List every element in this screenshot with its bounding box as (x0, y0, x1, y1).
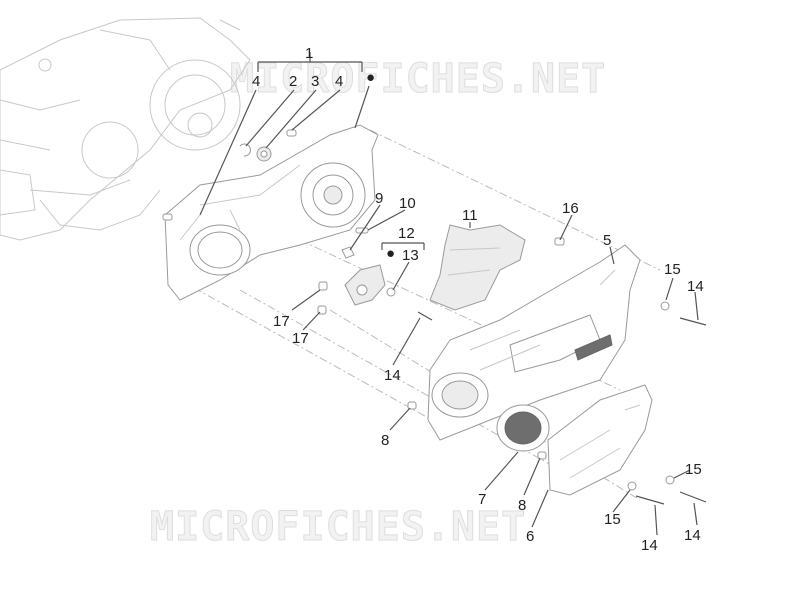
callout-13: 13 (402, 247, 419, 264)
callout-16: 16 (562, 200, 579, 217)
callout-14-bottom-right: 14 (684, 527, 701, 544)
callout-17-lower: 17 (292, 330, 309, 347)
callout-6: 6 (526, 528, 534, 545)
callout-4-left: 4 (252, 73, 260, 90)
watermark-bottom: MICROFICHES.NET (150, 504, 526, 550)
callout-17-upper: 17 (273, 313, 290, 330)
callout-1: 1 (305, 45, 313, 62)
callout-10: 10 (399, 195, 416, 212)
small-parts-upper (162, 129, 297, 221)
callout-15-right: 15 (685, 461, 702, 478)
callout-5: 5 (603, 232, 611, 249)
callout-12: 12 (398, 225, 415, 242)
callout-14-bottom-left: 14 (641, 537, 658, 554)
inner-transmission-cover (164, 124, 379, 301)
engine-block-ghost (0, 17, 251, 241)
outer-transmission-cover (427, 244, 641, 441)
group-marker-1: ● (366, 69, 375, 86)
callout-8-right: 8 (518, 497, 526, 514)
grille-ring (496, 404, 550, 452)
callout-labels: 1 2 3 4 4 ● 5 6 7 8 8 9 10 11 12 ● 13 14… (252, 45, 704, 554)
callout-7: 7 (478, 491, 486, 508)
callout-15-bottom: 15 (604, 511, 621, 528)
callout-8-left: 8 (381, 432, 389, 449)
callout-15-upper: 15 (664, 261, 681, 278)
callout-2: 2 (289, 73, 297, 90)
leader-lines (199, 52, 699, 536)
callout-14-right-upper: 14 (687, 278, 704, 295)
fasteners (407, 237, 707, 505)
callout-4-right: 4 (335, 73, 343, 90)
air-filter (429, 224, 526, 311)
callout-9: 9 (375, 190, 383, 207)
callout-14-center: 14 (384, 367, 401, 384)
inspection-cover (547, 384, 653, 496)
callout-3: 3 (311, 73, 319, 90)
group-marker-12: ● (386, 245, 395, 262)
callout-11: 11 (462, 207, 478, 224)
watermark-top: MICROFICHES.NET (230, 56, 606, 102)
